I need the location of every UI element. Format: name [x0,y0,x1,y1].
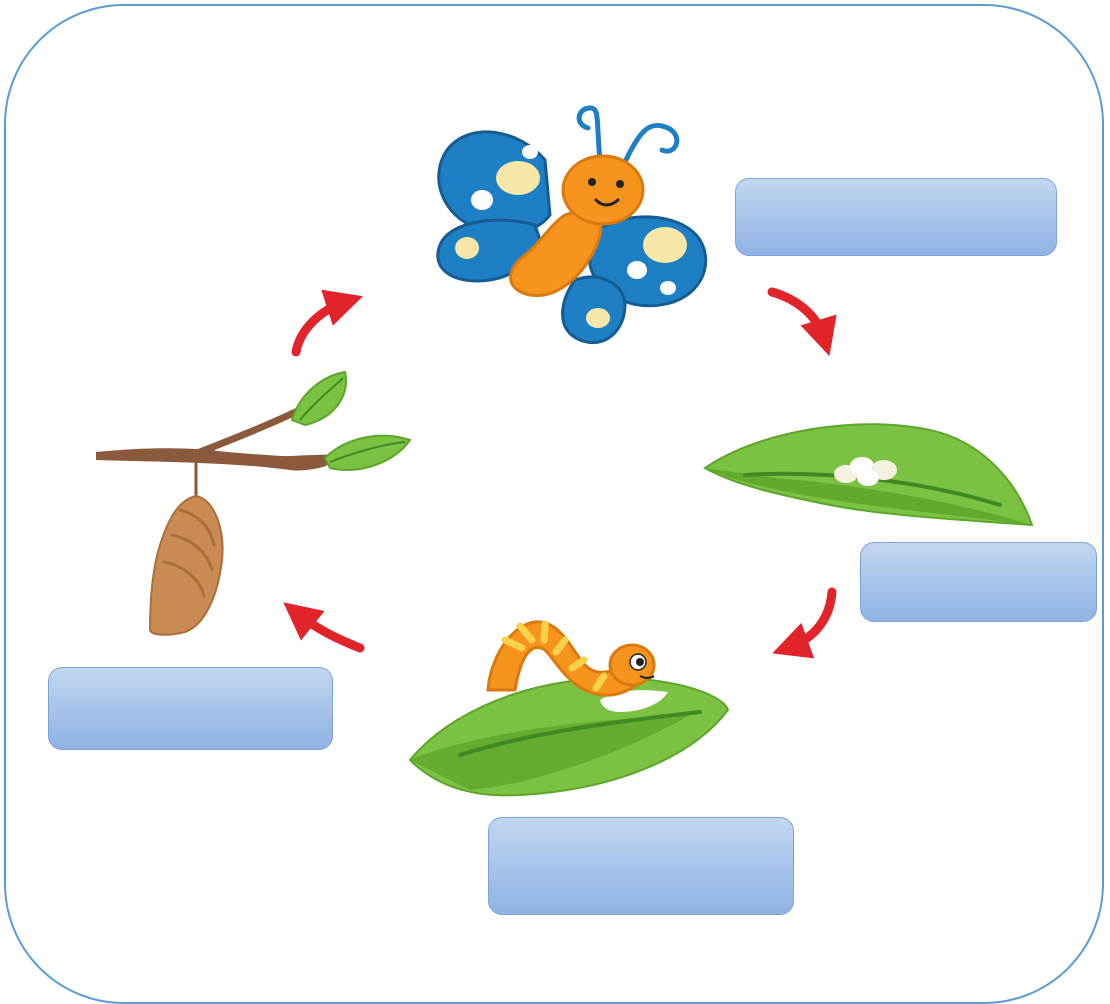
eggs-on-leaf-icon [705,424,1032,525]
arrow-larva-to-pupa [298,614,360,648]
label-box-pupa[interactable] [48,667,333,750]
label-box-egg[interactable] [860,542,1097,622]
arrow-pupa-to-adult [296,302,345,352]
life-cycle-illustration [0,0,1110,959]
chrysalis-on-branch-icon [96,372,410,635]
label-box-adult[interactable] [735,178,1057,256]
caterpillar-on-leaf-icon [410,622,728,796]
arrow-egg-to-larva [790,592,832,647]
label-box-larva[interactable] [488,817,794,915]
butterfly-icon [438,108,706,343]
arrow-adult-to-egg [772,292,824,338]
